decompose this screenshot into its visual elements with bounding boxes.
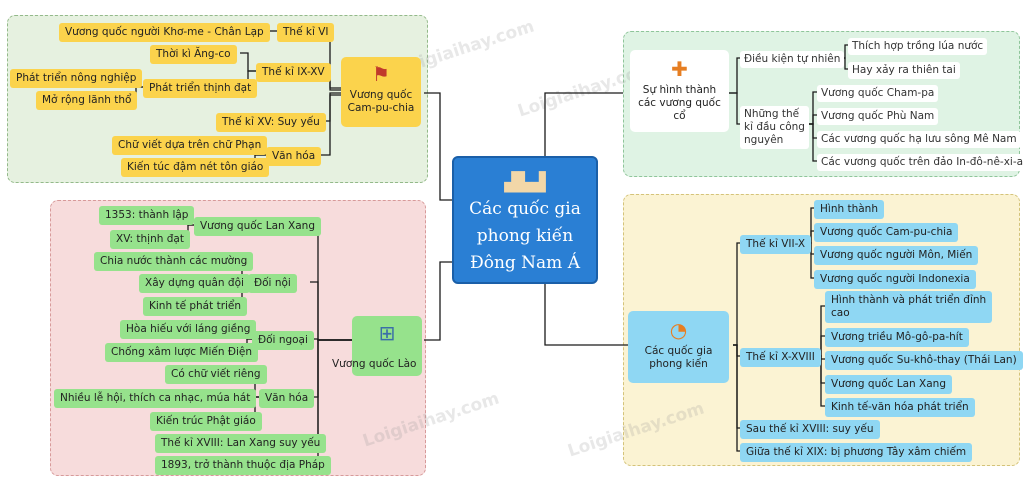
c7-formation[interactable]: Hình thành [814,200,884,219]
laos-peace[interactable]: Hòa hiếu với láng giềng [120,320,257,339]
laos-army[interactable]: Xây dựng quân đội [139,274,250,293]
after-18-decline[interactable]: Sau thế kỉ XVIII: suy yếu [740,420,880,439]
c10-peak-line2: cao [831,307,850,319]
laos-hub[interactable]: ⊞ [352,316,422,376]
feudal-hub-line2: phong kiến [649,358,708,370]
abacus-icon: ⊞ [378,321,396,345]
early-line3: nguyên [744,134,784,146]
edge-center-cambodia [424,92,452,201]
econ-culture[interactable]: Kinh tế-văn hóa phát triển [825,398,975,417]
palette-icon: ◔ [669,318,688,342]
cambodia-agriculture[interactable]: Phát triển nông nghiệp [10,69,143,88]
laos-buddhist-architecture[interactable]: Kiến trúc Phật giáo [150,412,262,431]
laos-resist-burma[interactable]: Chống xâm lược Miến Điện [105,343,258,362]
champa[interactable]: Vương quốc Cham-pa [817,85,939,102]
menam-kingdoms[interactable]: Các vương quốc hạ lưu sông Mê Nam [817,131,1021,148]
sukhothai[interactable]: Vương quốc Su-khô-thay (Thái Lan) [825,351,1023,370]
center-title-line1: Các quốc gia [469,199,581,219]
lanxang[interactable]: Vương quốc Lan Xang [825,375,952,394]
cambodia-angkor[interactable]: Thời kì Ăng-co [150,45,237,64]
majapahit[interactable]: Vương triều Mô-gô-pa-hít [825,328,969,347]
natural-conditions-label[interactable]: Điều kiện tự nhiên [740,51,845,68]
early-line2: kỉ đầu công [744,121,805,133]
laos-muong[interactable]: Chia nước thành các mường [94,252,254,271]
early-centuries-label[interactable]: Những thế kỉ đầu công nguyên [740,106,809,149]
laos-prosperity[interactable]: XV: thịnh đạt [110,230,190,249]
laos-economy[interactable]: Kinh tế phát triển [143,297,248,316]
c10-peak[interactable]: Hình thành và phát triển đỉnh cao [825,291,993,323]
puzzle-icon: ✚ [671,57,688,81]
indonesia-kingdoms[interactable]: Các vương quốc trên đảo In-đô-nê-xi-a [817,154,1024,171]
formation-hub-line2: các vương quốc [638,97,721,109]
cambodia-culture-label[interactable]: Văn hóa [266,147,322,166]
laos-script[interactable]: Có chữ viết riêng [165,365,267,384]
laos-domestic-label[interactable]: Đối nội [248,274,297,293]
edge-center-laos [424,261,452,341]
disasters[interactable]: Hay xảy ra thiên tai [848,62,960,79]
laos-foreign-label[interactable]: Đối ngoại [252,331,314,350]
cambodia-c6-label[interactable]: Thế kỉ VI [277,23,335,42]
early-line1: Những thế [744,108,800,120]
cambodia-c9-15-label[interactable]: Thế kỉ IX-XV [256,63,331,82]
feudal-hub-line1: Các quốc gia [644,345,713,357]
c10-peak-line1: Hình thành và phát triển đỉnh [831,294,987,306]
mid-19-invaded[interactable]: Giữa thế kỉ XIX: bị phương Tây xâm chiếm [740,443,973,462]
feudal-hub[interactable]: ◔ Các quốc gia phong kiến [628,311,729,383]
center-topic[interactable]: ▟▙▟ Các quốc gia phong kiến Đông Nam Á [452,156,598,284]
c10-18-label[interactable]: Thế kỉ X-XVIII [740,348,821,367]
formation-hub[interactable]: ✚ Sự hình thành các vương quốc cổ [630,50,729,132]
c7-cambodia[interactable]: Vương quốc Cam-pu-chia [814,223,959,242]
cambodia-script[interactable]: Chữ viết dựa trên chữ Phạn [112,136,268,155]
formation-hub-line1: Sự hình thành [642,84,717,96]
laos-festivals[interactable]: Nhiều lễ hội, thích ca nhạc, múa hát [54,389,257,408]
wet-rice[interactable]: Thích hợp trồng lúa nước [848,38,988,55]
cambodia-prosperity[interactable]: Phát triển thịnh đạt [143,79,258,98]
center-title-line3: Đông Nam Á [469,253,580,273]
c7-indonesia[interactable]: Vương quốc người Indonexia [814,270,976,289]
cambodia-c15-decline[interactable]: Thế kỉ XV: Suy yếu [216,113,326,132]
cambodia-architecture[interactable]: Kiến túc đậm nét tôn giáo [121,158,270,177]
laos-lanxang-label[interactable]: Vương quốc Lan Xang [194,217,321,236]
cambodia-territory[interactable]: Mở rộng lãnh thổ [36,91,138,110]
laos-culture-label[interactable]: Văn hóa [259,389,315,408]
castle-icon: ▟▙▟ [504,172,546,193]
cambodia-hub[interactable]: ⚑ Vương quốc Cam-pu-chia [341,57,421,127]
center-title-line2: phong kiến [476,226,574,246]
c7-10-label[interactable]: Thế kỉ VII-X [740,235,812,254]
laos-founding[interactable]: 1353: thành lập [99,206,195,225]
funan[interactable]: Vương quốc Phù Nam [817,108,939,125]
cambodia-hub-line1: Vương quốc [349,89,413,101]
cambodia-c6-item[interactable]: Vương quốc người Khơ-me - Chân Lạp [59,23,270,42]
laos-colony[interactable]: 1893, trở thành thuộc địa Pháp [155,456,331,475]
laos-hub-label: Vương quốc Lào [332,358,417,370]
flag-icon: ⚑ [372,62,390,86]
formation-hub-line3: cổ [673,110,686,122]
cambodia-hub-line2: Cam-pu-chia [347,102,415,114]
c7-mon-myanmar[interactable]: Vương quốc người Môn, Miến [814,246,979,265]
laos-decline[interactable]: Thế kỉ XVIII: Lan Xang suy yếu [155,434,327,453]
